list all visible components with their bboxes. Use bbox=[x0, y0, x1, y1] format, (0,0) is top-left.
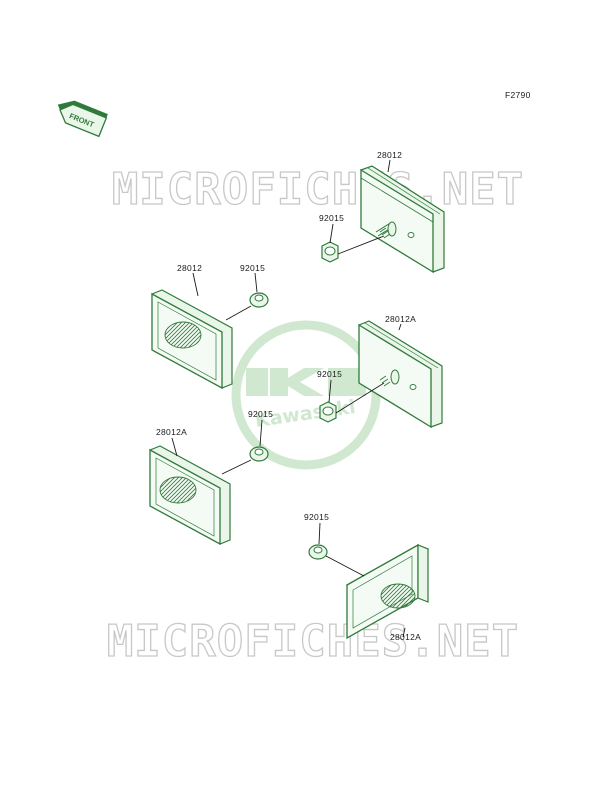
callout-28012A-left: 28012A bbox=[156, 427, 187, 437]
front-arrow-icon: FRONT bbox=[57, 100, 108, 138]
callout-92015-left: 92015 bbox=[240, 263, 265, 273]
leader-lines bbox=[171, 159, 406, 638]
reflector-28012A-bottom bbox=[345, 543, 430, 640]
callout-28012A-right: 28012A bbox=[385, 314, 416, 324]
reflector-28012A-right bbox=[358, 320, 443, 429]
callout-28012-left: 28012 bbox=[177, 263, 202, 273]
nut-92015-lower-left bbox=[249, 446, 269, 462]
nut-92015-bottom bbox=[308, 544, 328, 560]
callout-92015-top: 92015 bbox=[319, 213, 344, 223]
callout-92015-bottom: 92015 bbox=[304, 512, 329, 522]
watermark-top: MICROFICHES.NET bbox=[112, 164, 524, 215]
nut-92015-middle bbox=[319, 401, 337, 423]
reflector-28012A-left bbox=[149, 445, 231, 546]
callout-92015-lower-left: 92015 bbox=[248, 409, 273, 419]
nut-92015-top bbox=[321, 241, 339, 263]
nut-92015-left bbox=[249, 292, 269, 308]
reflector-28012-left bbox=[151, 289, 233, 390]
reflector-28012-top bbox=[360, 165, 445, 274]
callout-92015-middle: 92015 bbox=[317, 369, 342, 379]
callout-28012A-bottom: 28012A bbox=[390, 632, 421, 642]
watermark-bottom: MICROFICHES.NET bbox=[107, 616, 519, 667]
kawasaki-logo-watermark: Kawasaki bbox=[231, 320, 381, 470]
callout-28012-top: 28012 bbox=[377, 150, 402, 160]
figure-code: F2790 bbox=[505, 90, 531, 100]
